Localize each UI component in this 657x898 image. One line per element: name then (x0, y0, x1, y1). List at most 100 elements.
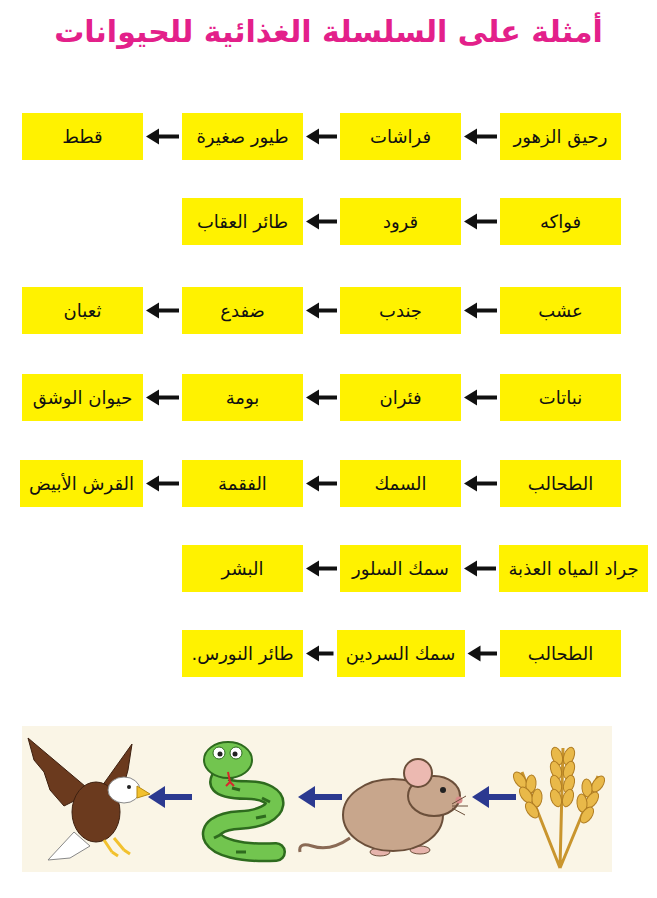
blue-arrow (148, 786, 192, 808)
box-label: طيور صغيرة (196, 126, 288, 148)
food-chain-box: القرش الأبيض (20, 460, 143, 507)
arrow-head (298, 786, 315, 808)
snake-eye (230, 747, 242, 759)
mouse-ear (404, 759, 432, 787)
food-chain-arrow (464, 214, 497, 230)
blue-arrow (298, 786, 342, 808)
arrow-shaft (475, 135, 497, 139)
box-label: ثعبان (64, 300, 102, 322)
food-chain-arrow (464, 476, 497, 492)
arrow-shaft (157, 309, 179, 313)
arrow-head (464, 214, 477, 230)
box-label: ضفدع (220, 300, 265, 322)
arrow-head (306, 303, 319, 319)
box-label: البشر (222, 558, 264, 580)
arrow-shaft (317, 396, 337, 400)
eagle-picture (28, 738, 150, 860)
box-label: قطط (62, 126, 102, 148)
box-label: الطحالب (528, 473, 594, 495)
arrow-shaft (475, 220, 497, 224)
arrow-head (306, 561, 319, 577)
arrow-head (306, 646, 319, 662)
mouse-picture (300, 759, 468, 856)
arrow-shaft (312, 794, 342, 800)
food-chain-arrow (146, 390, 179, 406)
box-label: القرش الأبيض (29, 473, 134, 495)
eagle-beak (137, 786, 150, 798)
food-chain-arrow (306, 214, 337, 230)
food-chain-box: ضفدع (182, 287, 303, 334)
food-chain-arrow (464, 129, 497, 145)
box-label: الفقمة (218, 473, 267, 495)
eagle-talons (104, 838, 130, 856)
arrow-shaft (157, 482, 179, 486)
food-chain-arrow (306, 646, 334, 662)
food-chain-arrow (306, 561, 337, 577)
arrow-shaft (475, 482, 497, 486)
arrow-shaft (157, 135, 179, 139)
box-label: حيوان الوشق (33, 387, 133, 409)
snake-body (212, 772, 276, 852)
box-label: بومة (226, 387, 260, 409)
eagle-head (108, 777, 140, 803)
food-chain-arrow (464, 390, 497, 406)
arrow-head (146, 303, 159, 319)
food-chain-box: طائر النورس. (182, 630, 303, 677)
food-chain-box: الطحالب (500, 630, 621, 677)
food-chain-arrow (306, 129, 337, 145)
food-chain-box: حيوان الوشق (22, 374, 143, 421)
snake-pupil (233, 752, 238, 757)
chart-title: أمثلة على السلسلة الغذائية للحيوانات (0, 14, 657, 49)
picture-panel (22, 726, 612, 872)
arrow-head (146, 476, 159, 492)
snake-pupil (218, 752, 223, 757)
food-chain-box: رحيق الزهور (500, 113, 621, 160)
eagle-eye (127, 785, 131, 789)
food-chain-box: فواكه (500, 198, 621, 245)
box-label: نباتات (539, 387, 582, 409)
box-label: فواكه (540, 211, 581, 233)
wheat-grain (578, 805, 597, 825)
food-chain-box: الطحالب (500, 460, 621, 507)
food-chain-box: طيور صغيرة (182, 113, 303, 160)
box-label: جراد المياه العذبة (508, 558, 638, 580)
arrow-shaft (157, 396, 179, 400)
food-chain-box: جراد المياه العذبة (499, 545, 648, 592)
snake-body-outline (212, 772, 276, 852)
mouse-eye (440, 787, 446, 793)
box-label: فراشات (370, 126, 431, 148)
box-label: السمك (374, 473, 426, 495)
box-label: عشب (538, 300, 582, 322)
arrow-shaft (317, 220, 337, 224)
arrow-head (146, 390, 159, 406)
box-label: رحيق الزهور (514, 126, 608, 148)
arrow-head (146, 129, 159, 145)
arrow-shaft (317, 135, 337, 139)
box-label: سمك السلور (352, 558, 449, 580)
food-chain-box: سمك السلور (340, 545, 461, 592)
arrow-shaft (479, 652, 498, 656)
food-chain-arrow (306, 390, 337, 406)
arrow-shaft (486, 794, 516, 800)
mouse-tail (300, 838, 350, 852)
arrow-head (472, 786, 489, 808)
box-label: جندب (379, 300, 422, 322)
arrow-head (464, 561, 477, 577)
mouse-whiskers (452, 796, 468, 815)
food-chain-box: بومة (182, 374, 303, 421)
arrow-head (148, 786, 165, 808)
arrow-shaft (475, 567, 496, 571)
food-chain-box: البشر (182, 545, 303, 592)
food-chain-box: ثعبان (22, 287, 143, 334)
food-chain-box: سمك السردين (337, 630, 465, 677)
food-chain-box: نباتات (500, 374, 621, 421)
food-chain-arrow (146, 303, 179, 319)
food-chain-arrow (464, 303, 497, 319)
arrow-head (464, 476, 477, 492)
food-chain-box: فراشات (340, 113, 461, 160)
food-chain-box: الفقمة (182, 460, 303, 507)
box-label: طائر العقاب (197, 211, 288, 233)
box-label: الطحالب (528, 643, 594, 665)
box-label: سمك السردين (346, 643, 456, 665)
